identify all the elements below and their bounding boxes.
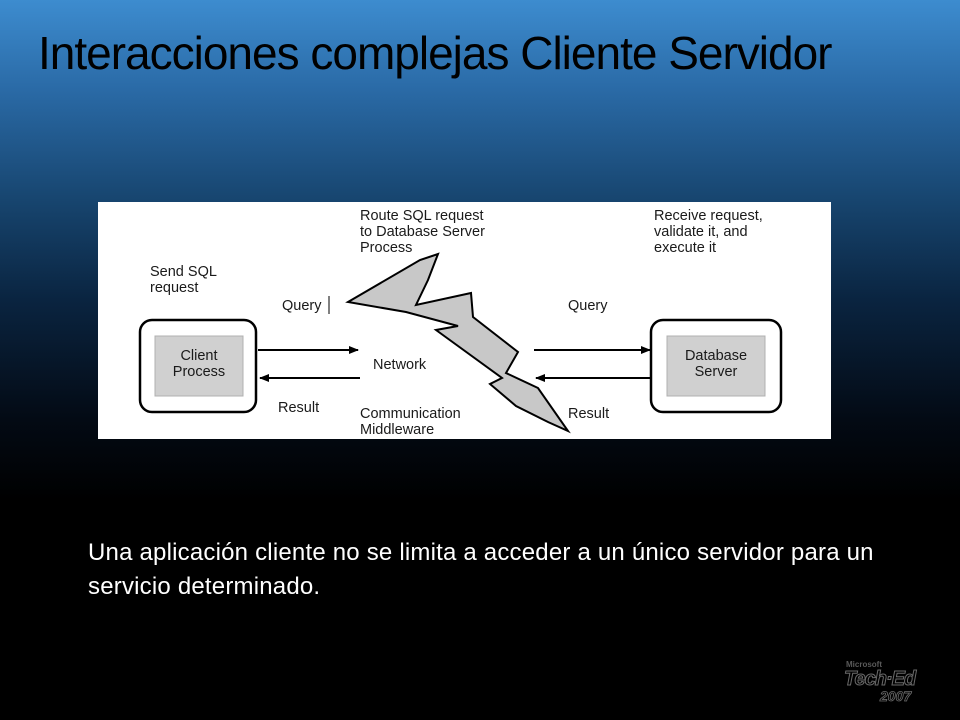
middleware-label: Communication Middleware <box>360 406 461 438</box>
diagram-graphics <box>138 252 783 434</box>
logo-maker-text: Microsoft <box>846 660 882 669</box>
server-inner-box <box>666 335 766 397</box>
result-left-label: Result <box>278 400 320 416</box>
query-left-label: Query <box>282 298 322 314</box>
send-sql-label: Send SQL request <box>150 264 217 296</box>
network-lightning-bolt <box>345 252 571 434</box>
client-server-diagram: Send SQL request Query Result Client Pro… <box>98 202 831 439</box>
slide-body-text: Una aplicación cliente no se limita a ac… <box>88 539 874 600</box>
client-inner-box <box>154 335 244 397</box>
query-right-label: Query <box>568 298 608 314</box>
network-label: Network <box>373 357 427 373</box>
result-right-label: Result <box>568 406 610 422</box>
slide-title: Interacciones complejas Cliente Servidor <box>38 27 833 79</box>
logo-year-text: 2007 <box>880 688 912 705</box>
client-process-label: Client Process <box>172 348 226 380</box>
route-sql-label: Route SQL request to Database Server Pro… <box>360 208 485 256</box>
teched-2007-logo: Microsoft Tech·Ed 2007 <box>842 660 922 706</box>
database-server-label: Database Server <box>684 348 748 380</box>
receive-request-label: Receive request, validate it, and execut… <box>654 208 763 256</box>
logo-brand-text: Tech·Ed <box>843 668 916 691</box>
